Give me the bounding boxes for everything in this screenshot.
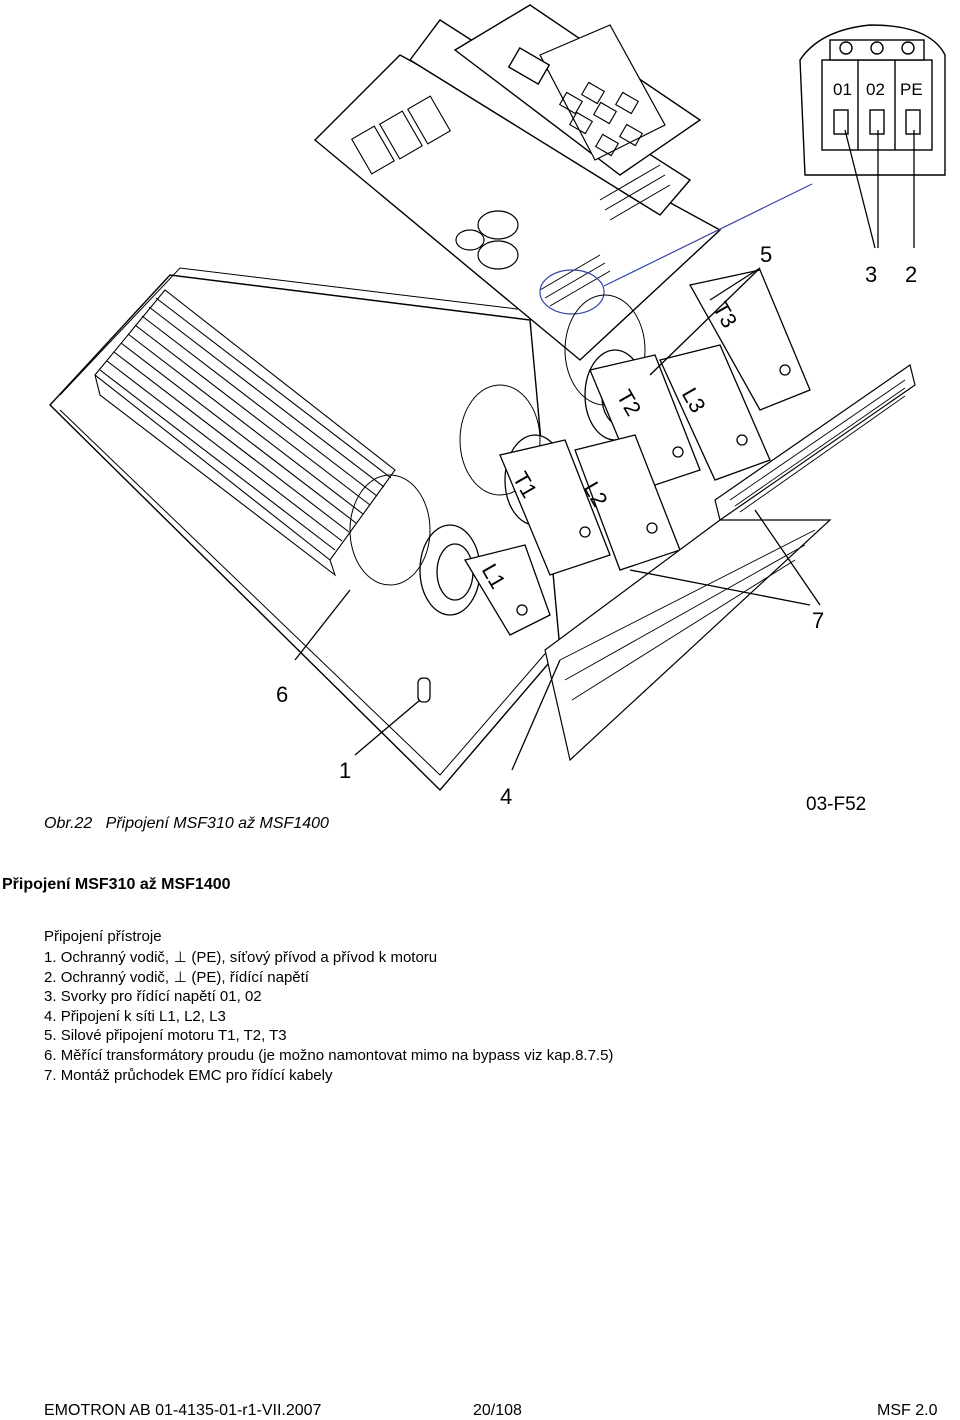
figure-code: 03-F52 [806,794,866,810]
section-title: Připojení MSF310 až MSF1400 [2,876,231,893]
list-item: 3. Svorky pro řídící napětí 01, 02 [44,988,262,1006]
heat-sink [94,289,396,577]
terminal-highlight-circle [539,269,605,315]
connection-diagram: 01 02 PE T3 T2 T1 L3 L2 L1 1 2 3 4 5 6 7… [49,4,946,810]
control-board [313,4,813,361]
capacitors [455,210,519,270]
callout-4: 4 [500,784,512,809]
callout-leaders [294,129,915,771]
emc-gland-plate [544,364,916,762]
pe-stud [417,677,431,703]
ground-symbol: ⊥ [173,968,187,986]
zoom-leader-line [603,183,813,287]
figure-caption: Obr.22 Připojení MSF310 až MSF1400 [44,815,329,833]
callout-5: 5 [760,242,772,267]
figure-caption-text: Připojení MSF310 až MSF1400 [105,815,329,832]
bus-bars [463,269,811,636]
list-item: 6. Měřící transformátory proudu (je možn… [44,1046,614,1064]
footer-document-id: EMOTRON AB 01-4135-01-r1-VII.2007 [44,1402,322,1419]
callout-1: 1 [339,758,351,783]
ground-symbol: ⊥ [173,949,187,966]
terminal-zoom [799,24,946,176]
list-item: 4. Připojení k síti L1, L2, L3 [44,1007,226,1025]
footer-page-number: 20/108 [473,1402,522,1419]
terminal-label-02: 02 [866,80,885,99]
callout-6: 6 [276,682,288,707]
keypad-buttons [558,81,644,157]
connection-list: 1. Ochranný vodič, ⊥ (PE), síťový přívod… [44,948,613,1085]
terminal-label-01: 01 [833,80,852,99]
terminal-label-pe: PE [900,80,923,99]
callout-7: 7 [812,608,824,633]
relay-blocks [350,95,452,175]
callout-2: 2 [905,262,917,287]
list-item: 1. Ochranný vodič, ⊥ (PE), síťový přívod… [44,949,438,966]
figure-number: Obr.22 [44,815,93,832]
footer-product: MSF 2.0 [877,1402,938,1419]
list-item: 2. Ochranný vodič, ⊥ (PE), řídící napětí [44,968,309,986]
list-item: 7. Montáž průchodek EMC pro řídící kabel… [44,1066,333,1084]
list-item: 5. Silové připojení motoru T1, T2, T3 [44,1027,287,1045]
subheading: Připojení přístroje [44,928,162,945]
callout-3: 3 [865,262,877,287]
